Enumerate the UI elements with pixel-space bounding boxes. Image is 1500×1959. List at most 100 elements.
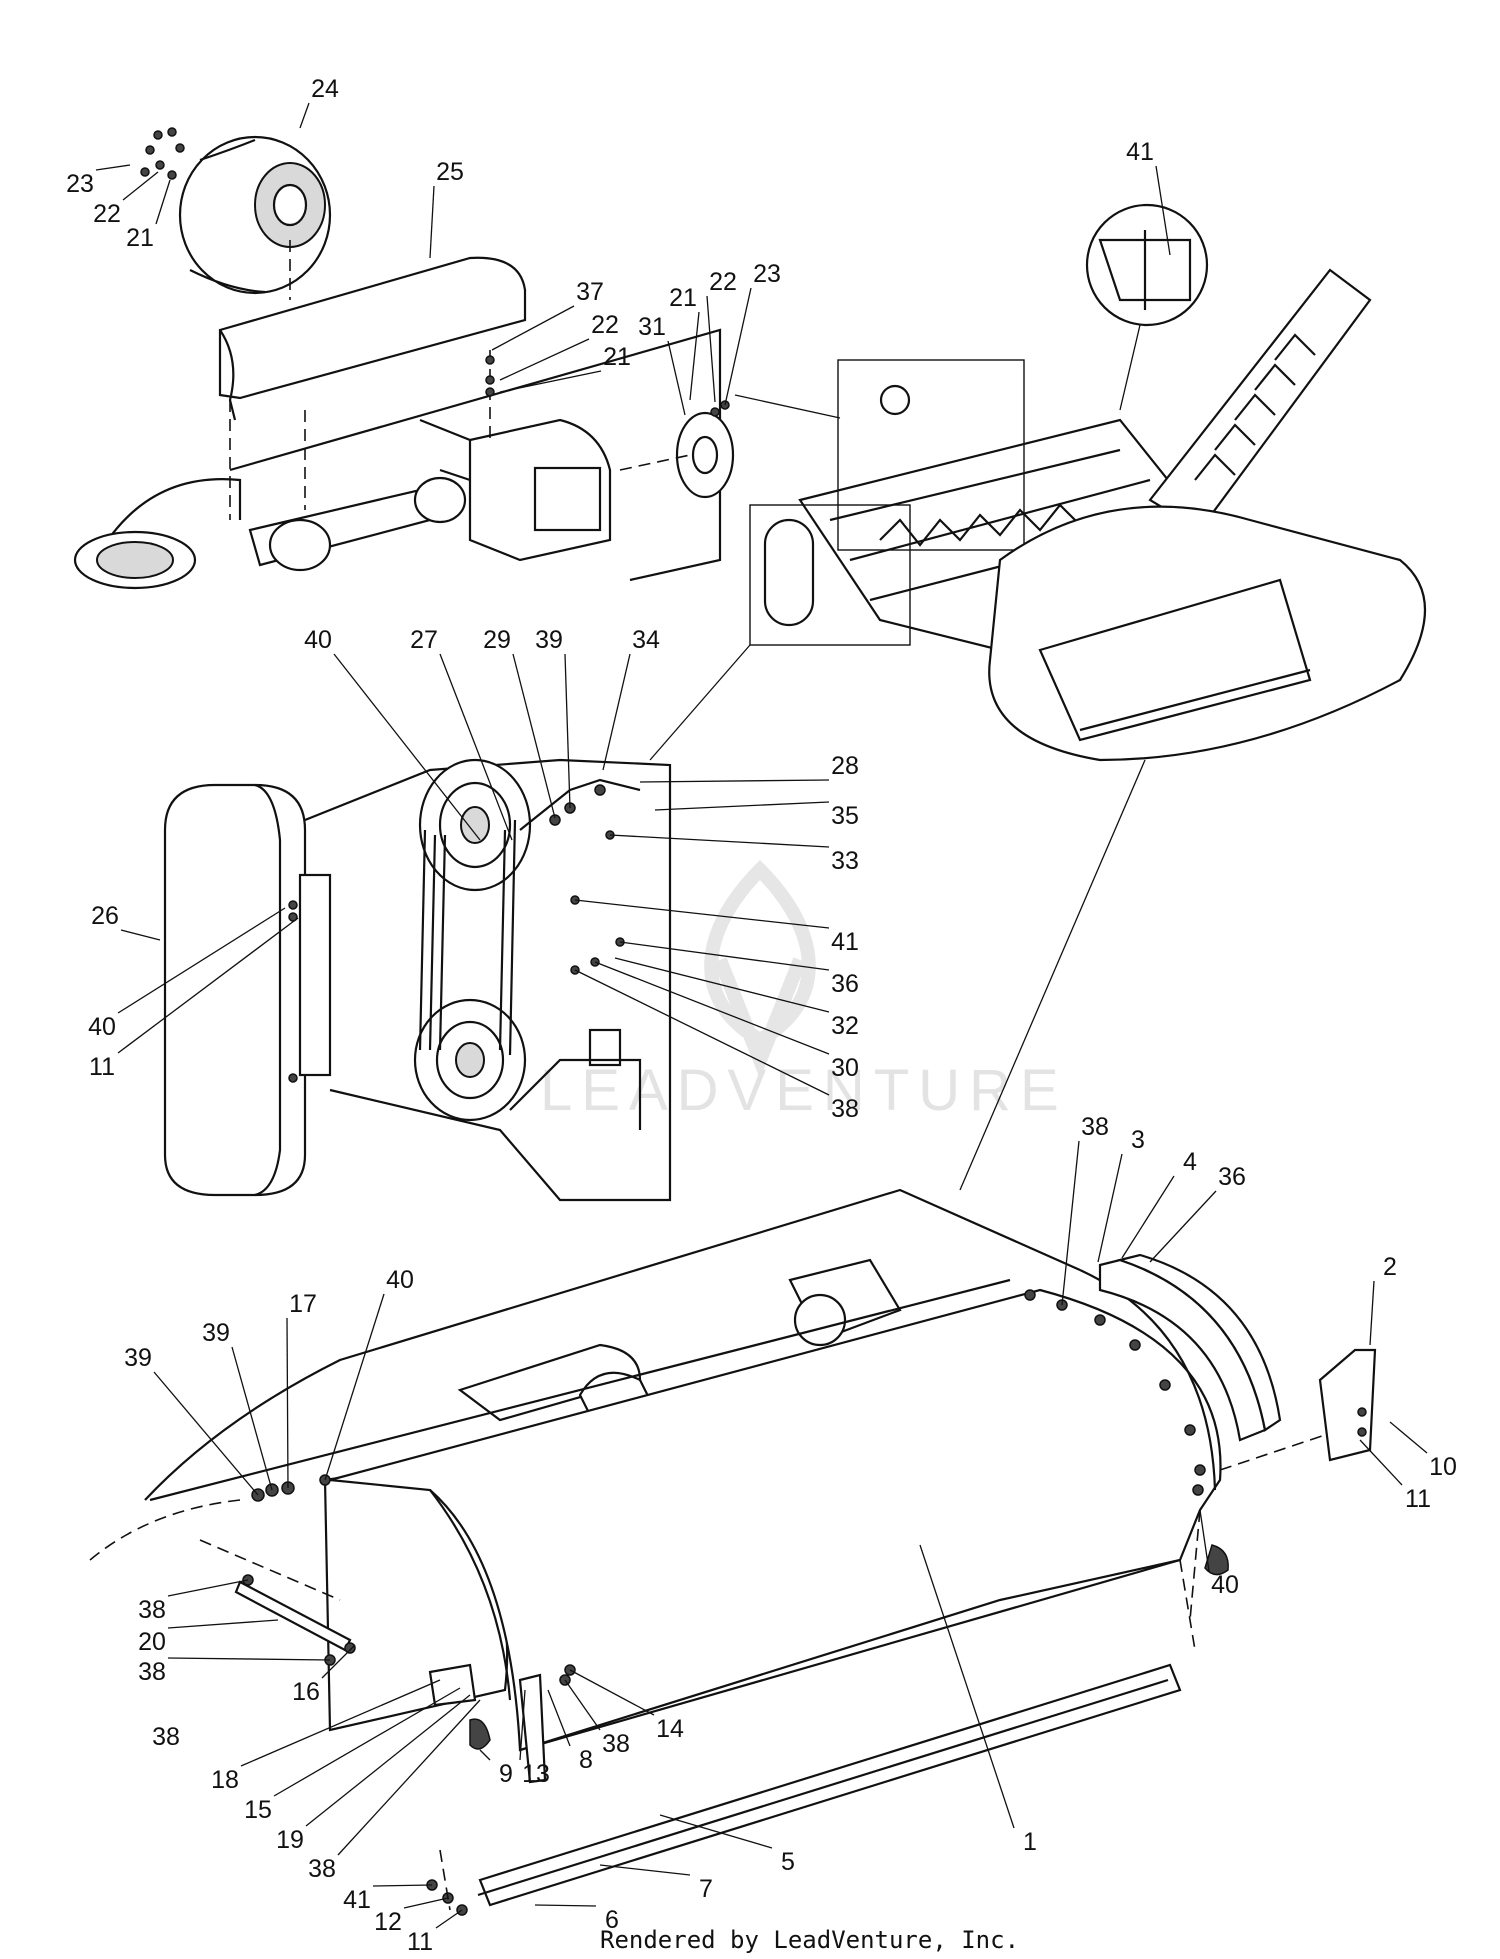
pulley-bolts (140, 127, 185, 180)
leader-c25 (429, 185, 435, 259)
leader-c16 (321, 1644, 356, 1679)
leader-c7 (599, 1864, 691, 1876)
leader-c33 (609, 834, 830, 848)
leader-c14 (569, 1669, 655, 1716)
callout-c20: 20 (138, 1628, 166, 1656)
leader-c23a (95, 164, 131, 171)
leader-c5 (659, 1814, 773, 1849)
watermark-flame-icon (704, 860, 816, 1079)
callout-c39c: 39 (124, 1344, 152, 1372)
leader-c18 (240, 1679, 441, 1767)
callout-c25: 25 (436, 158, 464, 186)
leader-c1 (919, 1544, 1015, 1829)
callout-c22b: 22 (591, 311, 619, 339)
leader-c27 (439, 653, 513, 841)
skid-left-9 (469, 1718, 491, 1750)
leader-c38f (337, 1699, 481, 1856)
leader-c38b (1061, 1140, 1080, 1306)
callout-c35: 35 (831, 802, 859, 830)
callout-c24a: 24 (311, 75, 339, 103)
end-plate-4 (1116, 1253, 1282, 1432)
belt-drive-detail (163, 758, 672, 1202)
callout-c23b: 23 (753, 260, 781, 288)
inset-box-belt (749, 504, 911, 646)
callout-c27: 27 (410, 626, 438, 654)
driveline-detail (73, 127, 841, 590)
callout-c22a: 22 (93, 200, 121, 228)
leader-c31 (667, 340, 686, 416)
leader-c22a (122, 171, 159, 201)
callout-c28: 28 (831, 752, 859, 780)
callout-c22c: 22 (709, 268, 737, 296)
callout-c14: 14 (656, 1715, 684, 1743)
leader-c38d (167, 1657, 331, 1661)
leader-c28 (639, 779, 830, 783)
callout-c21c: 21 (669, 284, 697, 312)
callout-c10: 10 (1429, 1453, 1457, 1481)
callout-c13: 13 (522, 1760, 550, 1788)
callout-c36a: 36 (831, 970, 859, 998)
leader-c38c (167, 1579, 249, 1597)
leader-c26 (120, 929, 161, 941)
bracket-2 (1318, 1348, 1377, 1462)
leader-c22b (499, 338, 590, 381)
latch-18 (428, 1663, 477, 1707)
leader-c41c (372, 1884, 433, 1887)
leader-c39b (231, 1346, 273, 1491)
leader-c39a (564, 653, 571, 809)
callout-c11c: 11 (407, 1928, 433, 1956)
callout-c11a: 11 (89, 1053, 115, 1081)
callout-c38d: 38 (138, 1658, 166, 1686)
callout-c21b: 21 (603, 343, 631, 371)
leader-c2 (1369, 1280, 1375, 1346)
leader-c40b (117, 907, 286, 1014)
leader-c11a (117, 917, 299, 1054)
machine-overview (649, 203, 1426, 1191)
leader-c37 (491, 305, 575, 351)
hood-1 (329, 1288, 1222, 1752)
callout-c5: 5 (781, 1848, 795, 1876)
leader-c30 (594, 961, 830, 1055)
leader-c15 (273, 1687, 461, 1797)
callout-c38b: 38 (1081, 1113, 1109, 1141)
callout-c40d: 40 (386, 1266, 414, 1294)
leader-c36b (1149, 1190, 1217, 1263)
leader-c34 (602, 653, 631, 771)
rotor-housing-oval (988, 505, 1426, 762)
leader-c11c (435, 1909, 463, 1929)
shield-25 (218, 256, 527, 400)
callout-c9: 9 (499, 1760, 513, 1788)
v-belts (418, 819, 517, 1056)
callout-c8: 8 (579, 1746, 593, 1774)
callout-c38e: 38 (152, 1723, 180, 1751)
callout-c16: 16 (292, 1678, 320, 1706)
callout-c11b: 11 (1405, 1485, 1431, 1513)
leader-c19 (305, 1694, 471, 1827)
callout-c31: 31 (638, 313, 666, 341)
rotor-hood-assembly (89, 1188, 1377, 1916)
callout-c1: 1 (1023, 1828, 1037, 1856)
leader-c38a (574, 969, 830, 1096)
callout-c4: 4 (1183, 1148, 1197, 1176)
callout-leaders (95, 102, 1428, 1929)
callout-c29: 29 (483, 626, 511, 654)
callout-c38f: 38 (308, 1855, 336, 1883)
callout-c39b: 39 (202, 1319, 230, 1347)
callout-c23a: 23 (66, 170, 94, 198)
leader-c10 (1389, 1421, 1428, 1454)
callout-c32: 32 (831, 1012, 859, 1040)
leader-c24a (299, 102, 310, 129)
leader-c36a (619, 941, 830, 971)
leader-c9 (479, 1749, 491, 1761)
callout-c41a: 41 (1126, 138, 1154, 166)
callout-c38a: 38 (831, 1095, 859, 1123)
detail-circle-41 (1085, 203, 1209, 327)
callout-c39a: 39 (535, 626, 563, 654)
callout-c15: 15 (244, 1796, 272, 1824)
callout-c7: 7 (699, 1875, 713, 1903)
bracket-13 (518, 1673, 547, 1784)
leader-c4 (1121, 1175, 1175, 1259)
leader-c35 (654, 801, 830, 811)
